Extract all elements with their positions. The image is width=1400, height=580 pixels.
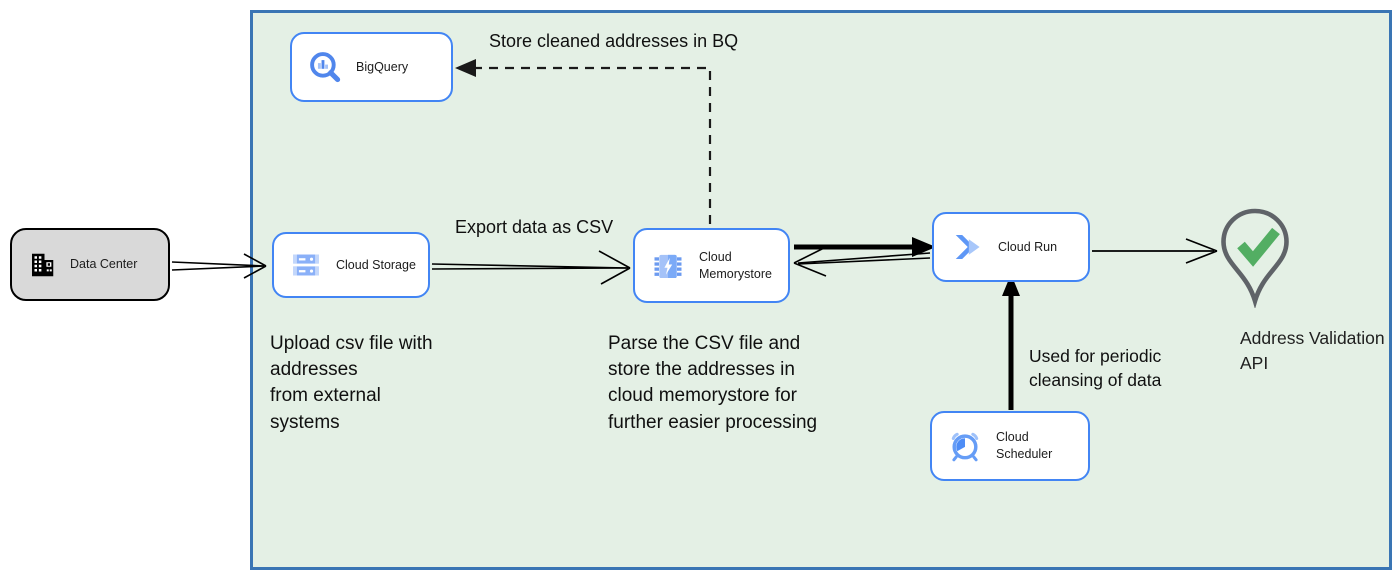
node-cloud-storage[interactable]: Cloud Storage	[272, 232, 430, 298]
annotation-upload: Upload csv file with addresses from exte…	[270, 333, 433, 433]
node-label: Cloud Memorystore	[699, 249, 772, 281]
map-pin-check-icon	[1221, 208, 1289, 310]
node-data-center[interactable]: Data Center	[10, 228, 170, 301]
annotation-parse: Parse the CSV file and store the address…	[608, 333, 818, 433]
node-label: Cloud Storage	[336, 257, 416, 272]
memorystore-icon	[650, 248, 686, 284]
node-bigquery[interactable]: BigQuery	[290, 32, 453, 102]
building-icon	[27, 250, 57, 280]
node-label: Cloud Scheduler	[996, 430, 1053, 461]
node-cloud-run[interactable]: Cloud Run	[932, 212, 1090, 282]
address-validation-label: Address Validation API	[1240, 328, 1385, 373]
cloud-storage-icon	[289, 248, 323, 282]
node-cloud-scheduler[interactable]: Cloud Scheduler	[930, 411, 1090, 481]
node-label: Cloud Run	[998, 239, 1058, 254]
node-label: BigQuery	[356, 59, 409, 74]
edge-label-periodic: Used for periodic cleansing of data	[1029, 346, 1162, 391]
cloud-scheduler-icon	[947, 428, 983, 464]
cloud-run-icon	[949, 229, 985, 265]
gcp-boundary-container	[250, 10, 1392, 570]
node-label: Data Center	[70, 257, 138, 272]
address-validation-node[interactable]	[1220, 208, 1290, 310]
node-cloud-memorystore[interactable]: Cloud Memorystore	[633, 228, 790, 303]
edge-label-store-bq: Store cleaned addresses in BQ	[489, 31, 739, 51]
bigquery-icon	[307, 49, 343, 85]
edge-label-export-csv: Export data as CSV	[455, 217, 614, 237]
